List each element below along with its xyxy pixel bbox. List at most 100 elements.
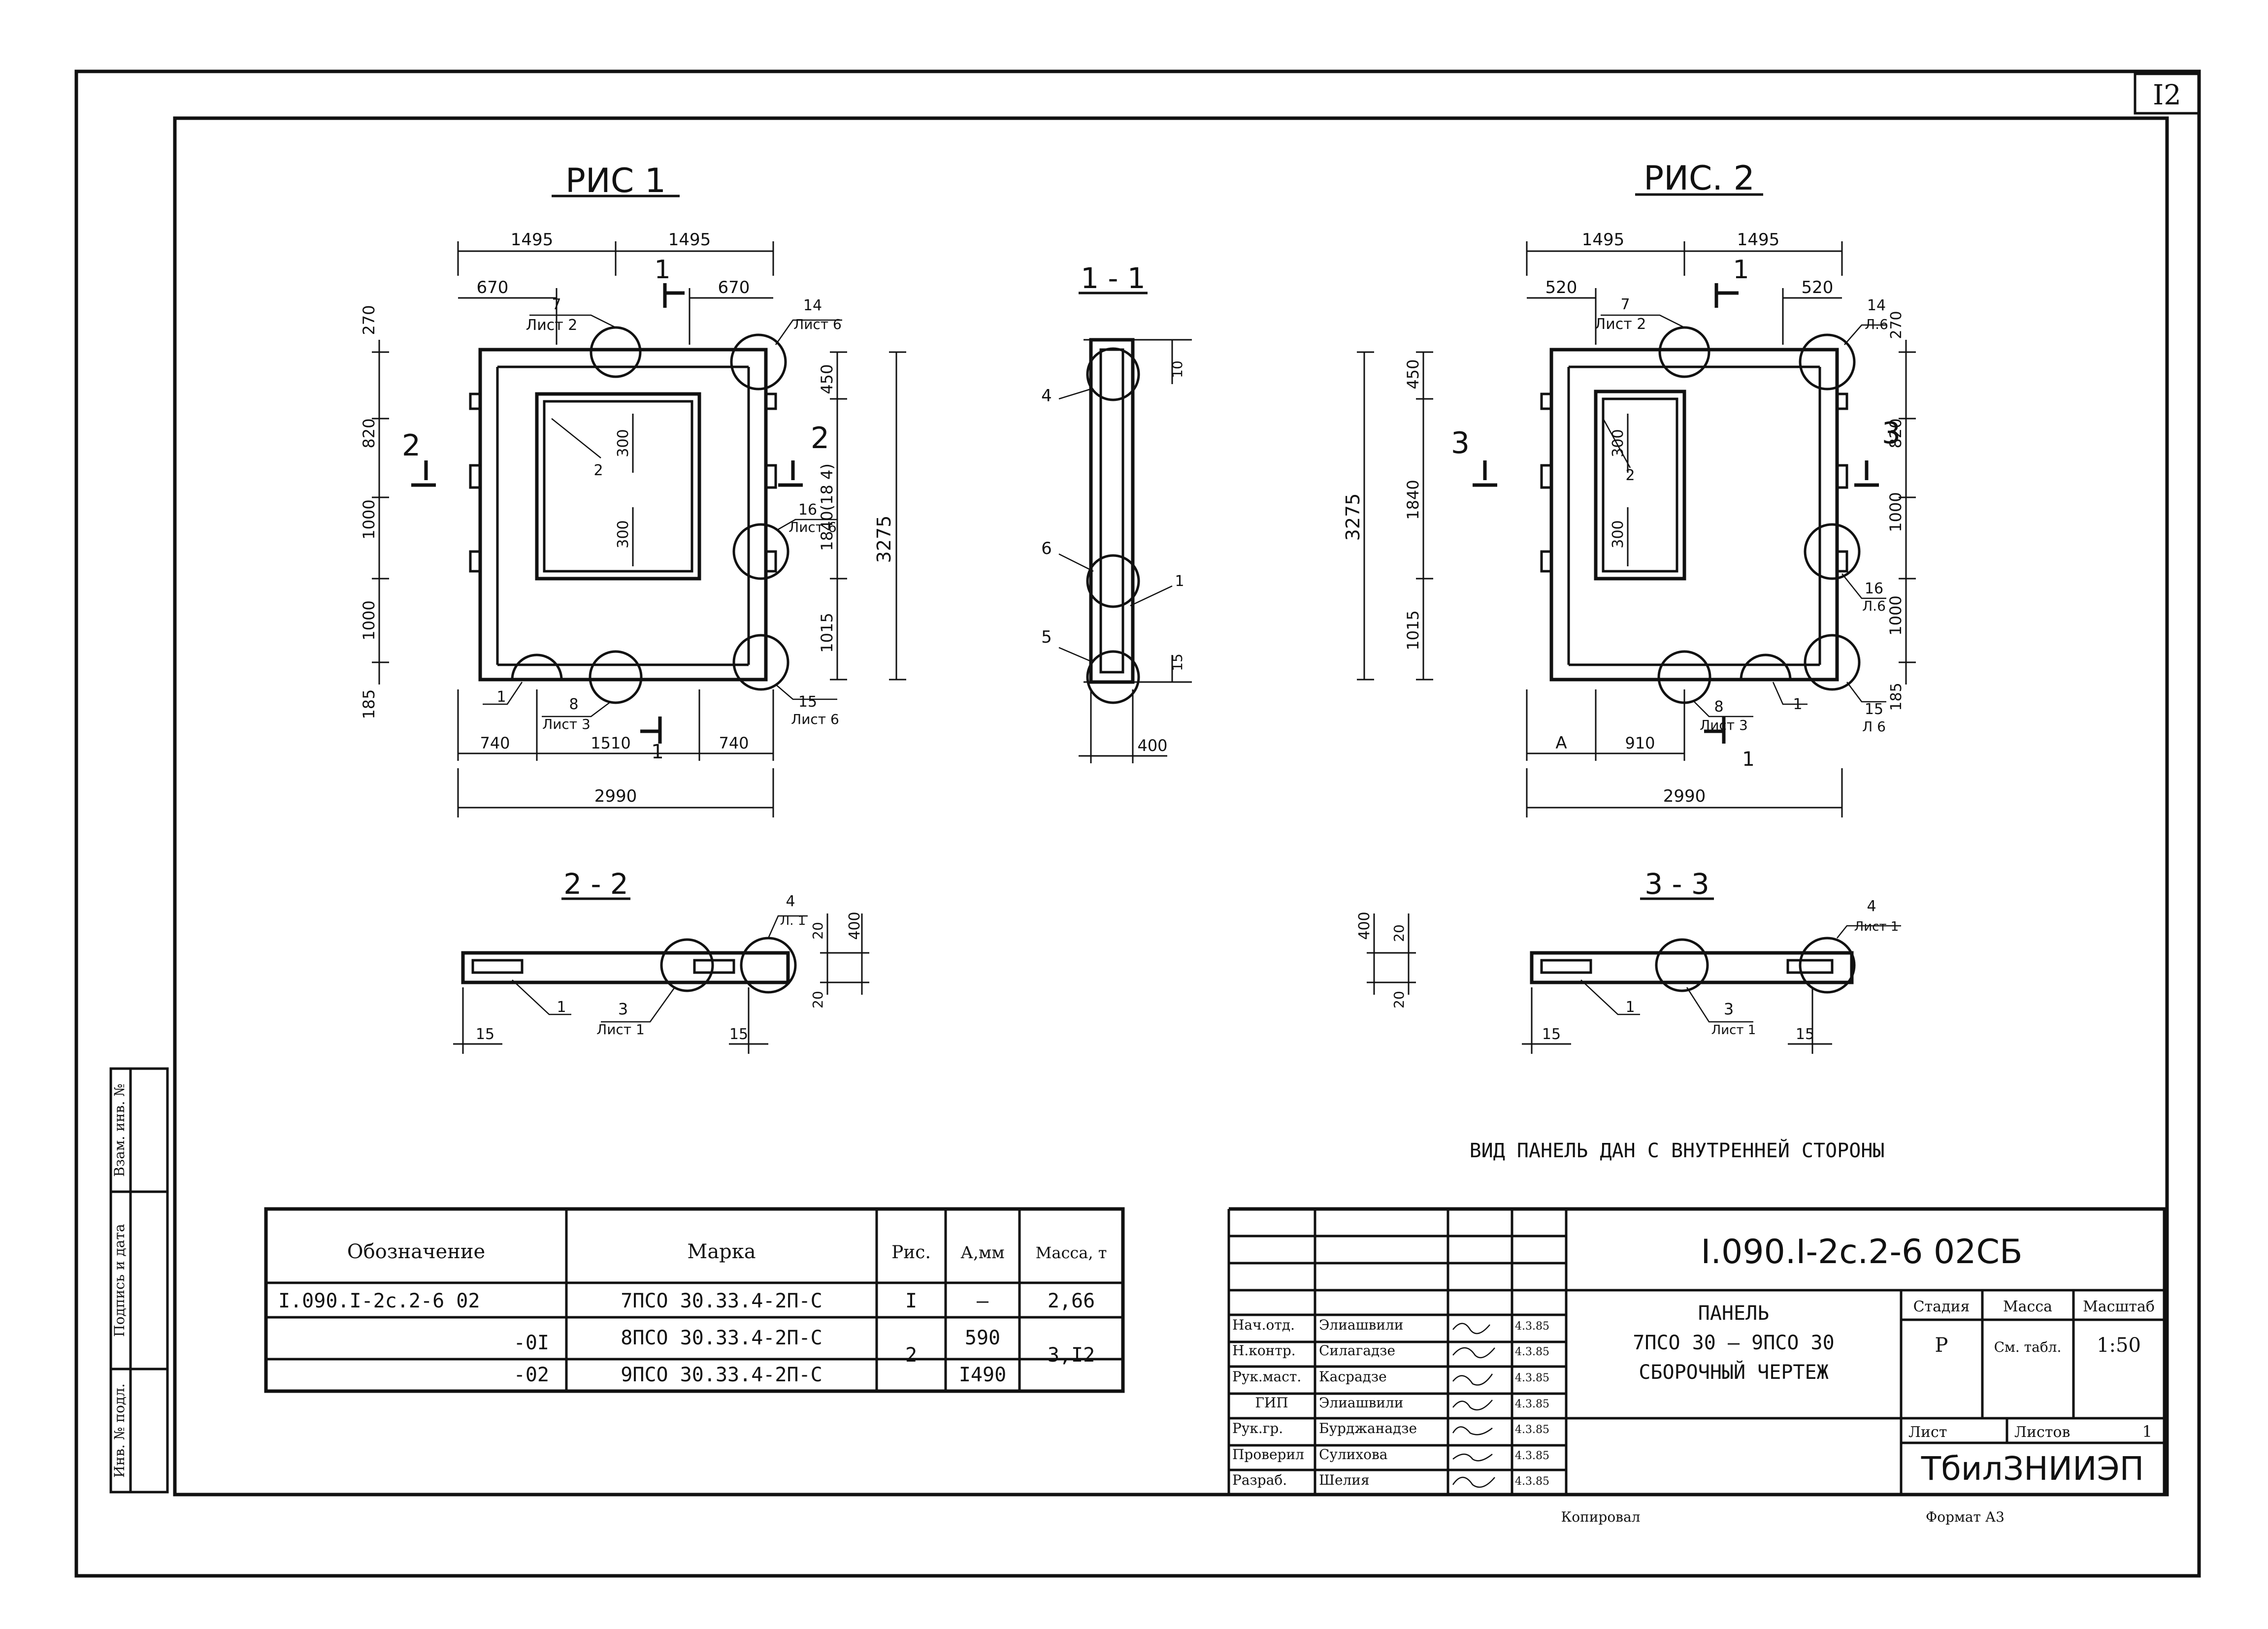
people-date-4: 4.3.85 bbox=[1515, 1398, 1549, 1410]
sec33-dim-20a: 20 bbox=[1391, 924, 1407, 942]
fig2-call-16: 16 bbox=[1865, 580, 1883, 597]
people-date-3: 4.3.85 bbox=[1515, 1372, 1549, 1384]
sec22-call-1: 1 bbox=[557, 999, 566, 1016]
fig1-call-8-sheet: Лист 3 bbox=[542, 716, 591, 732]
figure-2: РИС. 2 1495 1495 520 520 1 1 3 3 3275 45… bbox=[1342, 159, 1916, 817]
people-date-5: 4.3.85 bbox=[1515, 1424, 1549, 1436]
fig2-cut-1-bottom bbox=[1704, 717, 1726, 744]
title-block-stage-header: Стадия bbox=[1913, 1298, 1970, 1315]
fig2-dim-1495-right: 1495 bbox=[1737, 230, 1780, 250]
sec33-title: 3 - 3 bbox=[1644, 867, 1709, 901]
fig2-dim-bottom bbox=[1526, 689, 1685, 761]
spec-row3-designation: -02 bbox=[514, 1364, 549, 1386]
title-block-right-grid bbox=[1566, 1289, 2165, 1495]
fig1-call-14-sheet: Лист 6 bbox=[793, 316, 842, 332]
fig1-dim-300b: 300 bbox=[615, 520, 632, 548]
sec33-leader-3 bbox=[1686, 987, 1753, 1023]
fig1-panel-outline bbox=[478, 348, 768, 682]
fig2-side-notches bbox=[1540, 392, 1848, 573]
fig2-cut-3-right-label: 3 bbox=[1882, 416, 1901, 451]
spec-table-frame bbox=[264, 1207, 1125, 1393]
sec33-detail-3-circle bbox=[1655, 938, 1709, 992]
sec11-profile bbox=[1089, 338, 1135, 684]
fig2-call-16-sheet: Л.6 bbox=[1862, 598, 1886, 614]
sec11-dims bbox=[1084, 339, 1192, 683]
fig1-window-opening bbox=[535, 392, 701, 581]
sec22-dim-400: 400 bbox=[846, 912, 863, 940]
side-stamp-grid bbox=[109, 1067, 169, 1494]
fig1-leader-2 bbox=[551, 418, 601, 458]
fig2-cut-3-left-label: 3 bbox=[1451, 426, 1470, 460]
fig2-dim-1000b: 1000 bbox=[1886, 595, 1905, 635]
fig2-dim-left bbox=[1357, 351, 1433, 681]
people-name-6: Сулихова bbox=[1319, 1446, 1387, 1463]
sec11-call-4: 4 bbox=[1041, 386, 1052, 406]
fig1-title: РИС 1 bbox=[565, 162, 666, 200]
sec22-call-3-sheet: Лист 1 bbox=[596, 1021, 645, 1038]
fig2-leader-7 bbox=[1601, 314, 1685, 328]
fig2-cut-1-bottom-label: 1 bbox=[1742, 748, 1754, 771]
side-stamp-row3: Инв. № подл. bbox=[111, 1383, 128, 1478]
fig2-leader-15 bbox=[1846, 682, 1886, 703]
sec33-call-3: 3 bbox=[1724, 1000, 1734, 1018]
title-block-org: ТбилЗНИИЭП bbox=[1921, 1450, 2144, 1488]
spec-table: Обозначение Марка Рис. А,мм Масса, т I.0… bbox=[264, 1207, 1125, 1393]
section-2-2: 2 - 2 20 20 400 15 15 1 3 Лист 1 4 Л. 1 bbox=[453, 867, 869, 1054]
sec11-dim-width bbox=[1079, 689, 1167, 763]
sec22-dim-20a: 20 bbox=[810, 922, 826, 940]
people-date-6: 4.3.85 bbox=[1515, 1450, 1549, 1462]
people-role-5: Рук.гр. bbox=[1232, 1420, 1283, 1436]
fig1-dim-1000b: 1000 bbox=[360, 600, 378, 640]
sec33-call-4: 4 bbox=[1867, 898, 1876, 915]
section-3-3: 3 - 3 400 20 20 15 15 1 3 Лист 1 4 Лист … bbox=[1356, 867, 1901, 1054]
fig1-detail-7-circle bbox=[590, 326, 642, 378]
fig2-dim-300b: 300 bbox=[1610, 520, 1627, 548]
sheet-number-box bbox=[2134, 72, 2201, 115]
fig1-dim-740-left: 740 bbox=[480, 734, 510, 752]
fig1-call-8: 8 bbox=[569, 696, 578, 713]
spec-row1-a: – bbox=[977, 1290, 989, 1312]
title-block-scale: 1:50 bbox=[2097, 1334, 2141, 1357]
sec11-leader-6 bbox=[1058, 553, 1094, 572]
fig1-dim-740-right: 740 bbox=[719, 734, 749, 752]
side-stamp-row1: Взам. инв. № bbox=[111, 1083, 128, 1177]
sec11-leader-1 bbox=[1130, 585, 1173, 607]
fig1-panel-inner bbox=[496, 365, 750, 666]
fig1-dim-1510: 1510 bbox=[591, 734, 630, 752]
spec-row2-mass: 3,I2 bbox=[1048, 1344, 1095, 1367]
fig2-call-7: 7 bbox=[1620, 296, 1630, 313]
side-stamp: Взам. инв. № Подпись и дата Инв. № подл. bbox=[109, 1067, 169, 1494]
fig2-cut-1-top bbox=[1714, 283, 1739, 308]
spec-row1-mark: 7ПСО 30.33.4-2П-С bbox=[621, 1290, 822, 1312]
fig1-dim-300a: 300 bbox=[615, 429, 632, 457]
fig1-dim-left bbox=[372, 340, 389, 684]
people-date-2: 4.3.85 bbox=[1515, 1346, 1549, 1358]
fig1-dim-185: 185 bbox=[360, 689, 378, 719]
title-block-name-1: ПАНЕЛЬ bbox=[1698, 1302, 1770, 1325]
fig1-dim-2990: 2990 bbox=[594, 786, 637, 806]
sec22-leader-3 bbox=[601, 987, 676, 1023]
fig2-dim-820: 820 bbox=[1886, 418, 1905, 448]
people-name-4: Элиашвили bbox=[1319, 1395, 1403, 1411]
sec33-dim-15b: 15 bbox=[1796, 1026, 1814, 1043]
footer-format: Формат А3 bbox=[1926, 1509, 2005, 1525]
spec-header-a: А,мм bbox=[960, 1243, 1004, 1263]
sec22-detail-3-circle bbox=[660, 938, 714, 992]
sec33-profile bbox=[1530, 951, 1854, 984]
spec-header-mark: Марка bbox=[687, 1240, 756, 1263]
fig2-dim-1000a: 1000 bbox=[1886, 492, 1905, 532]
side-stamp-row2: Подпись и дата bbox=[111, 1224, 128, 1336]
sec33-call-3-sheet: Лист 1 bbox=[1711, 1023, 1756, 1038]
fig2-dim-185: 185 bbox=[1888, 683, 1905, 711]
title-block-frame bbox=[1229, 1207, 2167, 1497]
spec-header-designation: Обозначение bbox=[347, 1240, 485, 1263]
fig1-leader-16 bbox=[778, 519, 837, 530]
sec33-call-4-sheet: Лист 1 bbox=[1854, 919, 1899, 934]
people-name-2: Силагадзе bbox=[1319, 1342, 1395, 1359]
sec22-call-4: 4 bbox=[786, 893, 795, 910]
fig1-call-1: 1 bbox=[496, 688, 506, 706]
sec33-dim-20b: 20 bbox=[1391, 991, 1407, 1009]
fig2-call-1: 1 bbox=[1793, 696, 1802, 713]
section-1-1: 1 - 1 10 15 400 4 6 5 1 bbox=[1041, 261, 1192, 763]
